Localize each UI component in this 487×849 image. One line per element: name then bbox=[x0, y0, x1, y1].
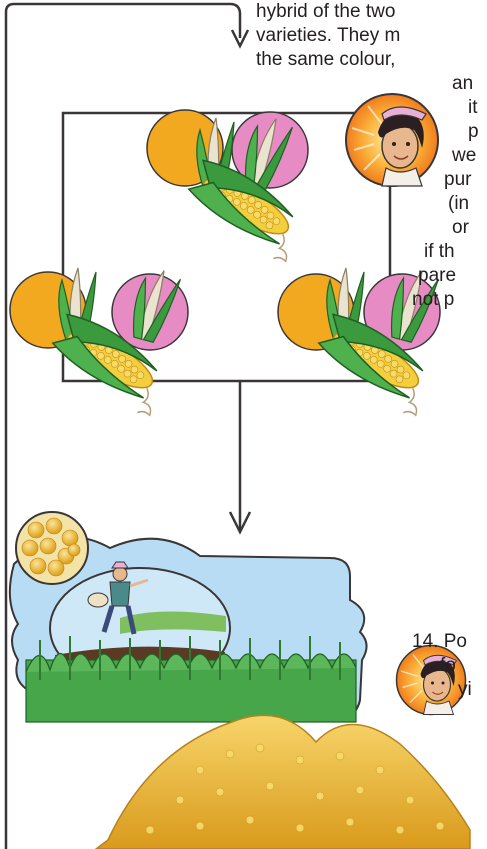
text-line: pur bbox=[444, 168, 471, 192]
corn-pair-left bbox=[10, 266, 188, 419]
text-line: yi bbox=[458, 678, 472, 702]
step-label: 14. Po bbox=[412, 630, 467, 654]
text-line: we bbox=[452, 144, 476, 168]
text-line: an bbox=[452, 72, 473, 96]
text-line: it bbox=[468, 96, 478, 120]
kernels-icon bbox=[16, 512, 88, 584]
text-line: if th bbox=[424, 240, 455, 264]
text-line: (in bbox=[448, 192, 469, 216]
text-line: the same colour, bbox=[256, 48, 395, 72]
text-line: varieties. They m bbox=[256, 24, 400, 48]
text-line: p bbox=[468, 120, 479, 144]
text-line: hybrid of the two bbox=[256, 0, 395, 24]
text-line: not p bbox=[412, 288, 454, 312]
text-line: fo bbox=[440, 654, 456, 678]
text-line: pare bbox=[418, 264, 456, 288]
farmer-avatar-icon bbox=[346, 94, 438, 186]
text-line: or bbox=[452, 216, 469, 240]
sower-scene bbox=[10, 512, 367, 722]
kernel-pile-icon bbox=[96, 715, 470, 849]
corn-pair-top bbox=[147, 110, 312, 265]
